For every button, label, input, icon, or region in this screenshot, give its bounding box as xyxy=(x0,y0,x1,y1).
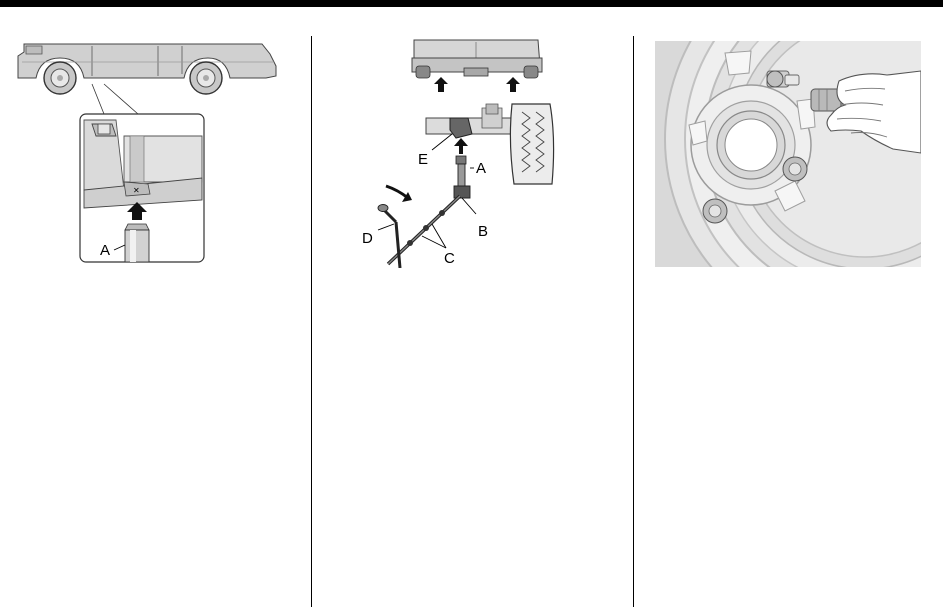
page-header-bar xyxy=(0,0,943,7)
column-divider-right xyxy=(633,36,634,607)
svg-text:✕: ✕ xyxy=(133,186,140,195)
wheel-nut-illustration xyxy=(655,41,921,267)
label-e: E xyxy=(418,151,428,168)
jack-assembly-illustration: A B C D E xyxy=(352,38,588,268)
label-a: A xyxy=(476,160,486,177)
label-b: B xyxy=(478,223,488,240)
column-divider-left xyxy=(311,36,312,607)
label-d: D xyxy=(362,230,373,247)
label-a: A xyxy=(100,242,110,259)
jack-position-illustration: ✕ A xyxy=(12,40,284,265)
label-c: C xyxy=(444,250,455,267)
